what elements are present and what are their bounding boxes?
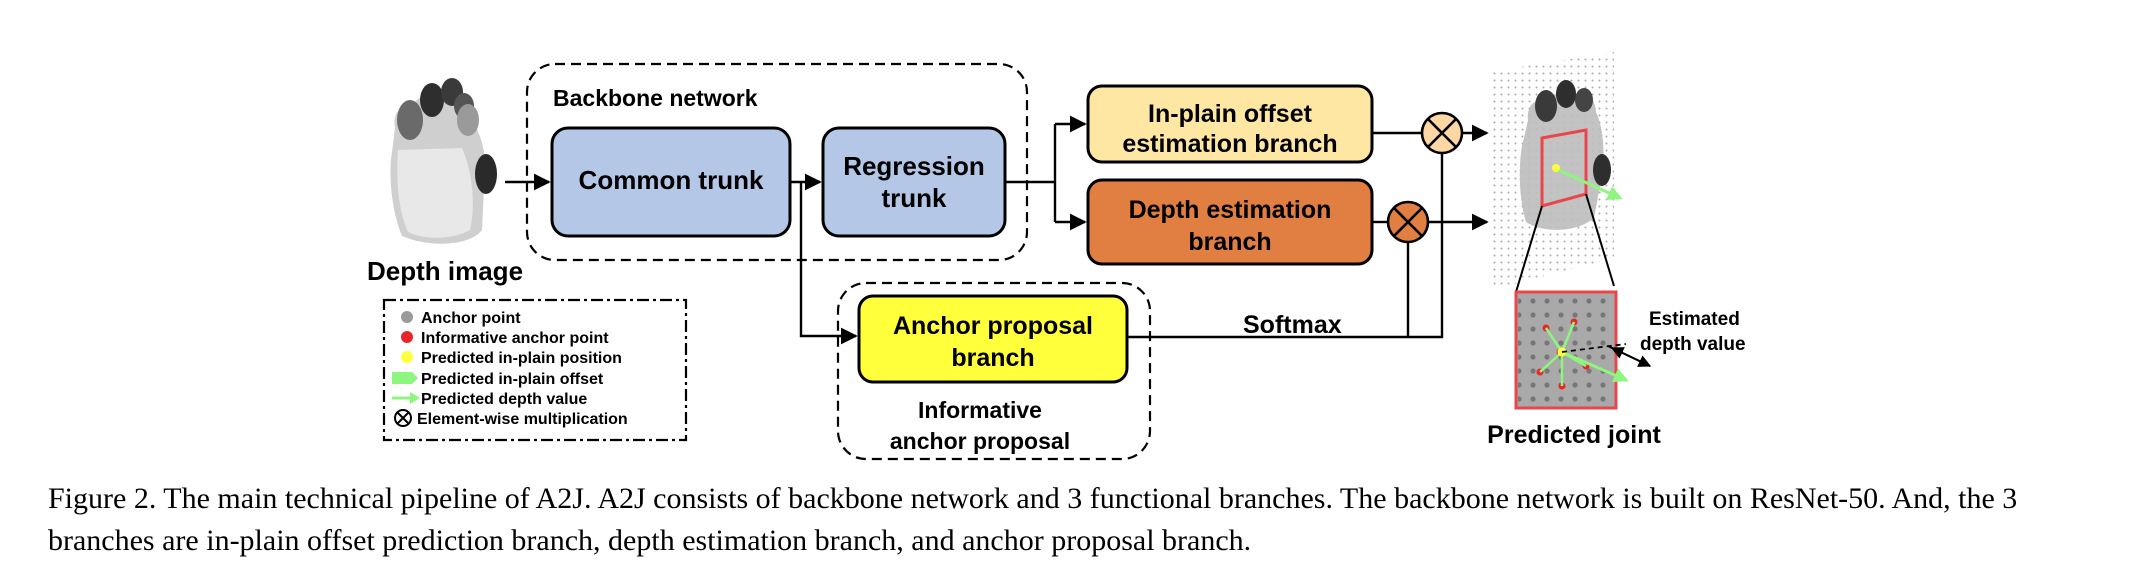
legend-label: Predicted depth value	[421, 391, 587, 408]
regression-trunk-box	[821, 126, 1007, 238]
regression-trunk-label-line1: Regression	[843, 151, 985, 181]
legend-box	[382, 298, 688, 442]
legend-yellow-dot-icon	[401, 351, 413, 363]
inplain-offset-branch-box	[1086, 84, 1374, 164]
informative-anchor-proposal-line2: anchor proposal	[890, 428, 1070, 454]
figure-caption: Figure 2. The main technical pipeline of…	[48, 482, 2018, 557]
inplain-offset-branch-line2: estimation branch	[1122, 130, 1337, 158]
depth-estimation-branch-line2: branch	[1188, 228, 1271, 256]
common-trunk-label: Common trunk	[579, 165, 764, 195]
anchor-proposal-branch-line1: Anchor proposal	[893, 312, 1093, 340]
multiply-node-inplain	[1420, 111, 1464, 155]
anchor-proposal-branch-line2: branch	[951, 344, 1034, 372]
legend-label: Predicted in-plain offset	[421, 371, 604, 388]
depth-image-label: Depth image	[367, 256, 523, 286]
inplain-offset-branch-line1: In-plain offset	[1148, 100, 1313, 128]
backbone-network-label: Backbone network	[553, 85, 758, 111]
depth-estimation-branch-line1: Depth estimation	[1129, 196, 1332, 224]
estimated-depth-value-line1: Estimated	[1649, 309, 1740, 330]
legend-label: Informative anchor point	[421, 330, 609, 347]
legend-red-dot-icon	[401, 331, 413, 343]
legend-green-depth-arrow-icon	[392, 392, 420, 404]
informative-anchor-proposal-container	[836, 281, 1152, 461]
legend-items: Anchor point Informative anchor point Pr…	[392, 310, 628, 428]
predicted-joint-label: Predicted joint	[1487, 421, 1661, 449]
anchor-proposal-branch-box	[857, 294, 1129, 384]
multiply-node-depth	[1386, 200, 1430, 244]
legend-label: Anchor point	[421, 310, 521, 327]
legend-label: Element-wise multiplication	[417, 411, 628, 428]
legend-gray-dot-icon	[401, 311, 413, 323]
softmax-label: Softmax	[1243, 311, 1342, 339]
connectors	[505, 115, 1489, 345]
legend-green-offset-icon	[392, 372, 418, 384]
legend-otimes-icon	[394, 409, 412, 427]
informative-anchor-proposal-line1: Informative	[918, 397, 1042, 423]
predicted-joint-panel	[1490, 52, 1652, 410]
estimated-depth-value-line2: depth value	[1640, 334, 1746, 355]
depth-image-hand	[390, 78, 497, 244]
legend-label: Predicted in-plain position	[421, 350, 622, 367]
regression-trunk-label-line2: trunk	[882, 183, 948, 213]
